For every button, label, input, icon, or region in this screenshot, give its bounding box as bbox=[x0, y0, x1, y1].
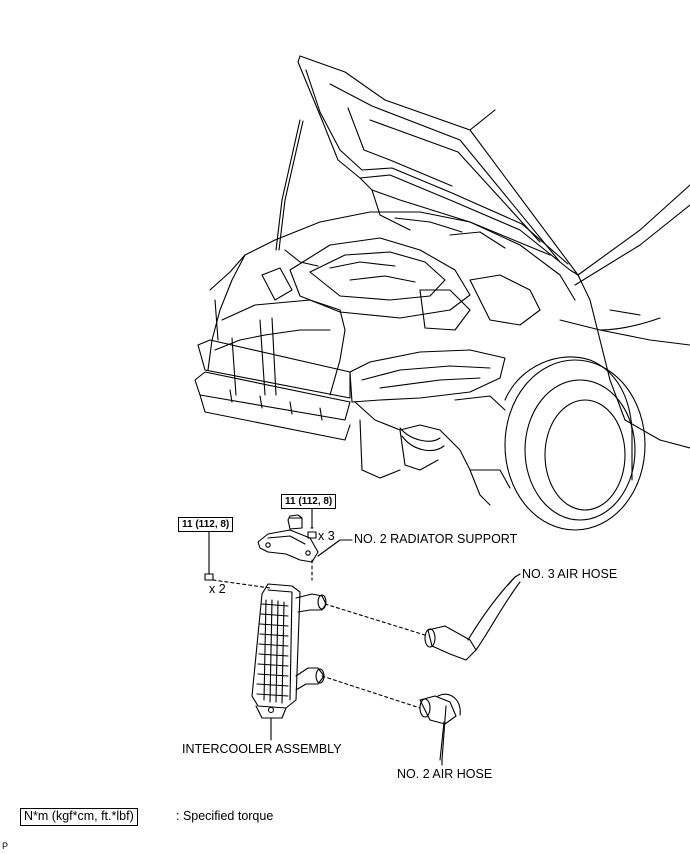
no3-air-hose bbox=[424, 573, 521, 661]
legend-description: : Specified torque bbox=[176, 809, 274, 823]
radiator-support-bracket bbox=[257, 508, 353, 563]
quantity-upper-bolts: x 3 bbox=[318, 529, 335, 543]
vehicle-illustration bbox=[194, 55, 690, 531]
quantity-left-bolts: x 2 bbox=[209, 582, 226, 596]
intercooler-assembly bbox=[251, 583, 327, 741]
torque-spec-left: 11 (112, 8) bbox=[178, 517, 234, 532]
label-no2-air-hose: NO. 2 AIR HOSE bbox=[397, 767, 493, 781]
label-no2-radiator-support: NO. 2 RADIATOR SUPPORT bbox=[354, 532, 518, 546]
guide-lines bbox=[212, 559, 429, 709]
label-intercooler-assembly: INTERCOOLER ASSEMBLY bbox=[182, 742, 342, 756]
torque-spec-upper: 11 (112, 8) bbox=[281, 494, 337, 509]
corner-mark: P bbox=[2, 841, 9, 851]
intercooler-bolt bbox=[204, 529, 214, 581]
no2-air-hose bbox=[419, 693, 461, 761]
legend-unit-box: N*m (kgf*cm, ft.*lbf) bbox=[20, 808, 138, 826]
label-no3-air-hose: NO. 3 AIR HOSE bbox=[522, 567, 618, 581]
